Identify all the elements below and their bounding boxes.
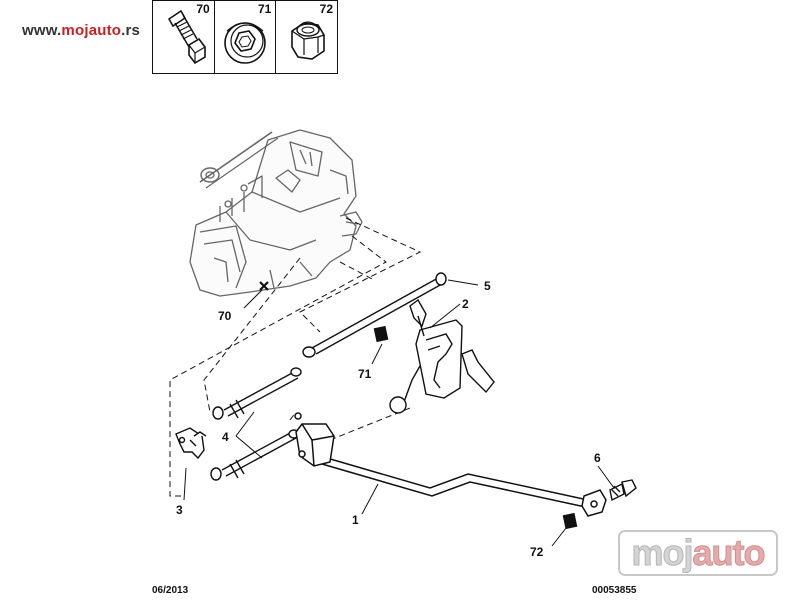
diagram-date: 06/2013 bbox=[152, 585, 189, 596]
part-marker-71 bbox=[373, 325, 389, 343]
url-suffix: .rs bbox=[121, 22, 141, 39]
bracket-3 bbox=[175, 427, 207, 460]
bolt-icon bbox=[168, 9, 206, 65]
website-url[interactable]: www.mojauto.rs bbox=[22, 22, 140, 39]
diagram-code: 00053855 bbox=[592, 585, 637, 596]
part-cell-70: 70 bbox=[153, 1, 215, 73]
bolt-6 bbox=[609, 479, 637, 502]
linkage-rod-4-upper bbox=[212, 367, 302, 420]
callout-70: 70 bbox=[218, 309, 232, 323]
callout-72: 72 bbox=[530, 545, 544, 559]
callout-4: 4 bbox=[222, 430, 229, 444]
callout-3: 3 bbox=[176, 503, 183, 517]
part-marker-72 bbox=[562, 512, 578, 530]
part-cell-72: 72 bbox=[276, 1, 337, 73]
leader-lines bbox=[183, 279, 615, 547]
part-number-71: 71 bbox=[257, 2, 272, 16]
grommet-icon bbox=[223, 22, 266, 64]
watermark-part-b: auto bbox=[692, 532, 766, 574]
callout-2: 2 bbox=[462, 297, 469, 311]
linkage-rod-5 bbox=[302, 272, 447, 358]
watermark-part-a: moj bbox=[631, 532, 694, 574]
shift-rod-1 bbox=[294, 412, 607, 517]
parts-legend-box: 70 71 72 bbox=[152, 0, 338, 74]
part-number-72: 72 bbox=[319, 2, 334, 16]
nut-icon bbox=[291, 21, 326, 60]
callout-1: 1 bbox=[352, 513, 359, 527]
part-cell-71: 71 bbox=[215, 1, 277, 73]
callout-5: 5 bbox=[484, 279, 491, 293]
gearbox-illustration bbox=[189, 129, 363, 297]
url-prefix: www. bbox=[22, 22, 62, 39]
callout-71: 71 bbox=[358, 367, 372, 381]
part-number-70: 70 bbox=[196, 2, 210, 16]
part-marker-70 bbox=[259, 281, 269, 291]
gear-shift-lever-2 bbox=[389, 298, 495, 414]
callout-6: 6 bbox=[594, 451, 601, 465]
url-brand: mojauto bbox=[61, 22, 122, 39]
